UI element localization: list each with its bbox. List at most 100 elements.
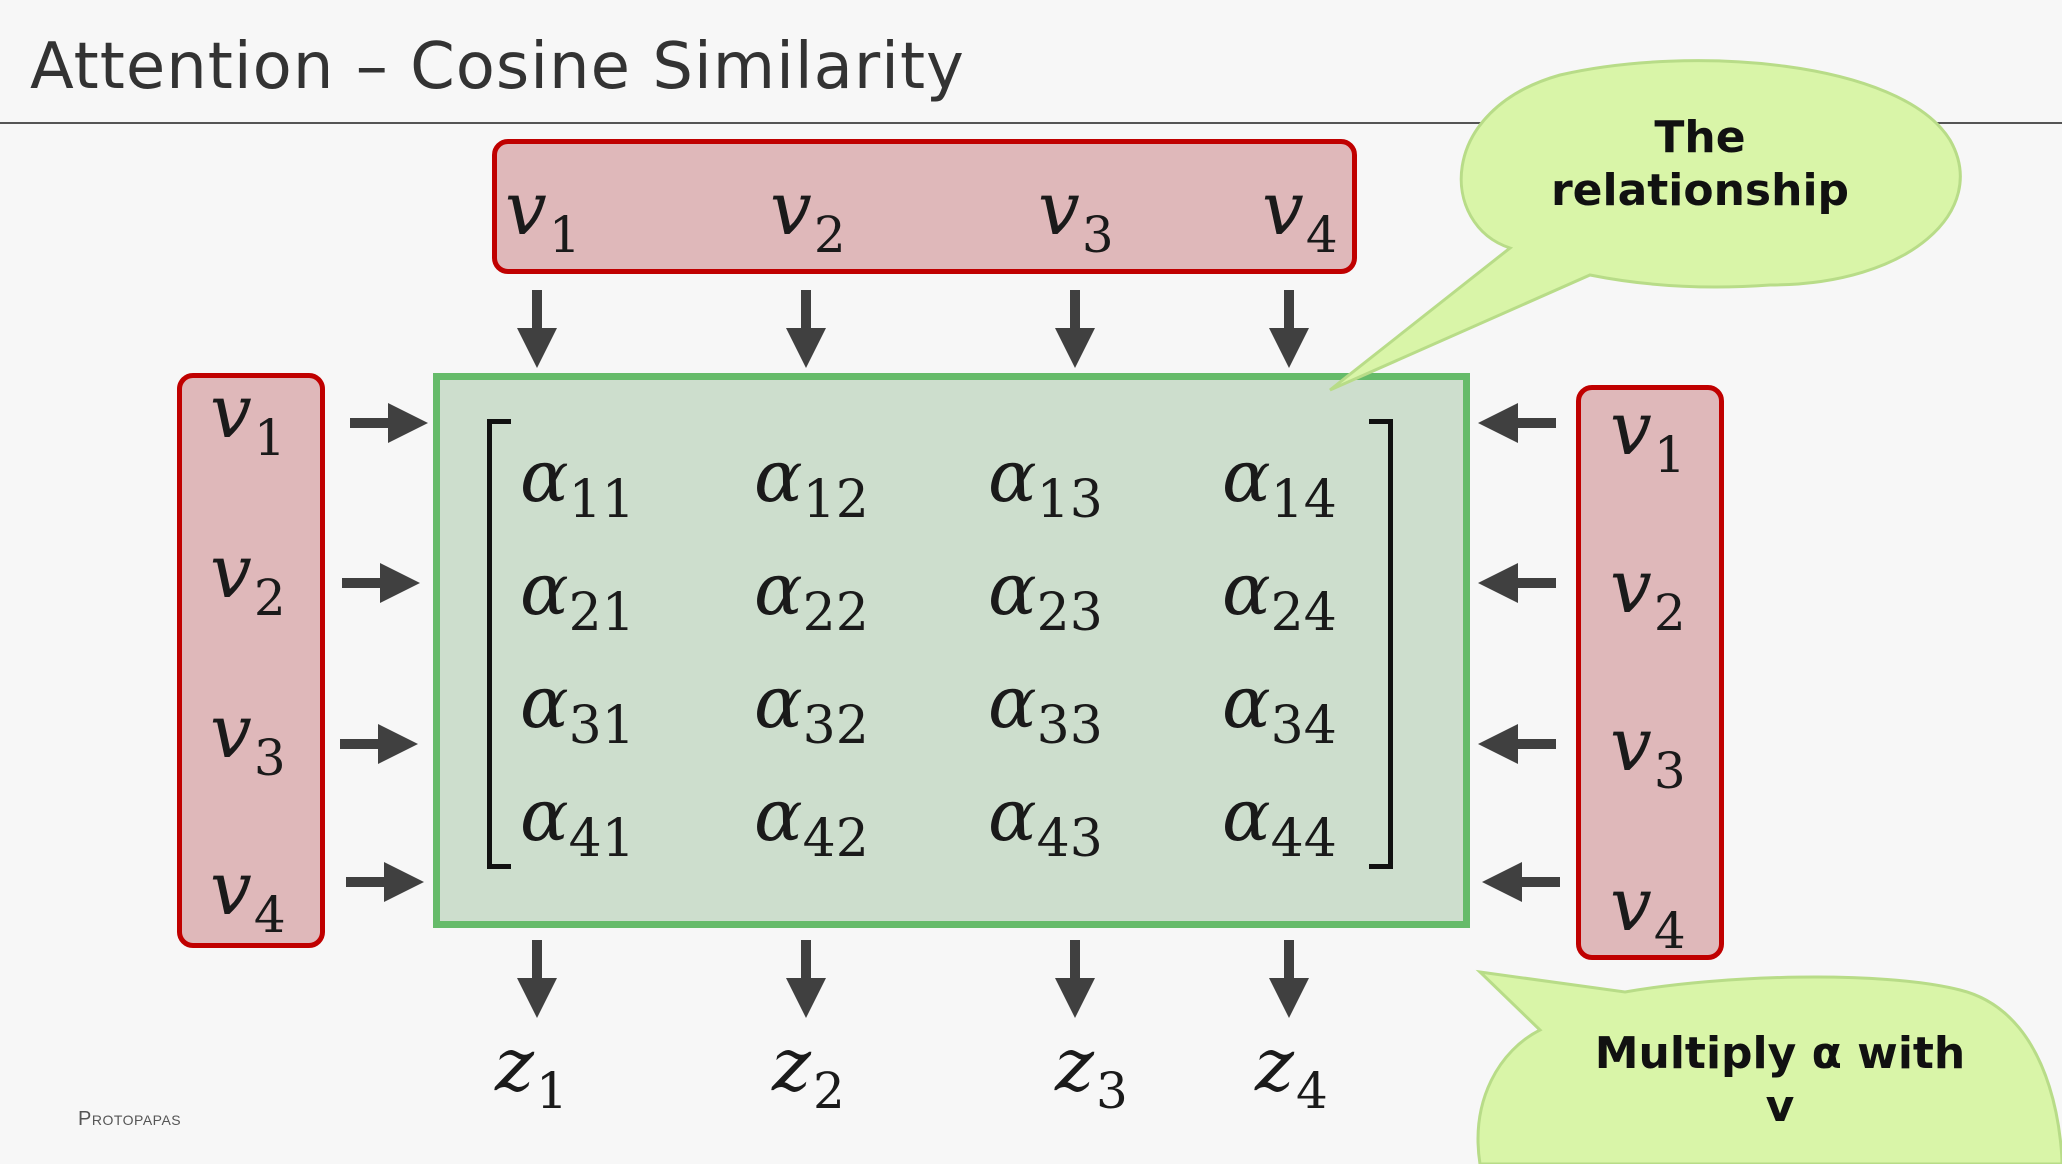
output-z1-subscript: 1 — [536, 1062, 568, 1120]
right-vector-v1-base: v — [1610, 386, 1652, 472]
matrix-cell-alpha33: α33 — [988, 666, 1103, 752]
matrix-cell-alpha41-base: α — [520, 773, 569, 857]
matrix-cell-alpha22-subscript: 22 — [802, 583, 869, 643]
top-vector-box — [492, 139, 1357, 274]
top-vector-v3-base: v — [1038, 166, 1080, 252]
matrix-cell-alpha24-base: α — [1222, 547, 1271, 631]
matrix-cell-alpha13: α13 — [988, 440, 1103, 526]
matrix-cell-alpha14: α14 — [1222, 440, 1337, 526]
matrix-cell-alpha31-subscript: 31 — [568, 696, 635, 756]
left-vector-v2: v2 — [210, 535, 286, 623]
left-vector-v3-base: v — [210, 689, 252, 775]
top-vector-v1-subscript: 1 — [548, 206, 581, 264]
matrix-cell-alpha42-base: α — [754, 773, 803, 857]
left-vector-v2-base: v — [210, 529, 252, 615]
output-z1-base: z — [495, 1022, 534, 1108]
matrix-cell-alpha21-subscript: 21 — [568, 583, 635, 643]
matrix-cell-alpha33-subscript: 33 — [1036, 696, 1103, 756]
matrix-cell-alpha11-subscript: 11 — [568, 470, 635, 530]
top-vector-v2-subscript: 2 — [813, 206, 846, 264]
matrix-cell-alpha14-base: α — [1222, 434, 1271, 518]
slide-title: Attention – Cosine Similarity — [30, 30, 965, 104]
left-vector-box — [177, 373, 325, 948]
matrix-cell-alpha21-base: α — [520, 547, 569, 631]
output-z2-subscript: 2 — [813, 1062, 845, 1120]
right-vector-box — [1576, 385, 1724, 960]
matrix-cell-alpha24-subscript: 24 — [1270, 583, 1337, 643]
output-z3: z3 — [1055, 1028, 1128, 1116]
left-vector-v4-subscript: 4 — [253, 886, 286, 944]
matrix-cell-alpha44-base: α — [1222, 773, 1271, 857]
right-vector-v3: v3 — [1610, 708, 1686, 796]
right-vector-v2-subscript: 2 — [1653, 584, 1686, 642]
output-z3-base: z — [1055, 1022, 1094, 1108]
matrix-cell-alpha41-subscript: 41 — [568, 809, 635, 869]
matrix-cell-alpha34-subscript: 34 — [1270, 696, 1337, 756]
matrix-cell-alpha24: α24 — [1222, 553, 1337, 639]
matrix-cell-alpha22: α22 — [754, 553, 869, 639]
right-vector-v1-subscript: 1 — [1653, 426, 1686, 484]
matrix-cell-alpha43: α43 — [988, 779, 1103, 865]
footer-author: Protopapas — [78, 1108, 182, 1130]
callout-bottom-text: Multiply α with v — [1594, 1028, 1966, 1132]
left-vector-v1-subscript: 1 — [253, 409, 286, 467]
output-z4: z4 — [1255, 1028, 1328, 1116]
matrix-cell-alpha32: α32 — [754, 666, 869, 752]
matrix-cell-alpha42-subscript: 42 — [802, 809, 869, 869]
top-vector-v4-subscript: 4 — [1305, 206, 1338, 264]
right-vector-v1: v1 — [1610, 392, 1686, 480]
right-vector-v2-base: v — [1610, 544, 1652, 630]
callout-top-bubble — [1329, 59, 1962, 392]
left-vector-v3: v3 — [210, 695, 286, 783]
left-vector-v3-subscript: 3 — [253, 729, 286, 787]
matrix-cell-alpha23-base: α — [988, 547, 1037, 631]
top-vector-v4-base: v — [1262, 166, 1304, 252]
output-z2-base: z — [772, 1022, 811, 1108]
right-vector-v3-base: v — [1610, 702, 1652, 788]
matrix-cell-alpha13-base: α — [988, 434, 1037, 518]
top-vector-v1-base: v — [505, 166, 547, 252]
left-vector-v1-base: v — [210, 369, 252, 455]
left-vector-v1: v1 — [210, 375, 286, 463]
matrix-cell-alpha43-subscript: 43 — [1036, 809, 1103, 869]
top-vector-v2: v2 — [770, 172, 846, 260]
matrix-cell-alpha34-base: α — [1222, 660, 1271, 744]
matrix-cell-alpha32-subscript: 32 — [802, 696, 869, 756]
matrix-cell-alpha31: α31 — [520, 666, 635, 752]
matrix-cell-alpha33-base: α — [988, 660, 1037, 744]
left-vector-v2-subscript: 2 — [253, 569, 286, 627]
right-vector-v3-subscript: 3 — [1653, 742, 1686, 800]
callout-bottom-bubble — [1475, 969, 2062, 1164]
matrix-cell-alpha44: α44 — [1222, 779, 1337, 865]
top-vector-v2-base: v — [770, 166, 812, 252]
top-vector-v1: v1 — [505, 172, 581, 260]
top-vector-v3-subscript: 3 — [1081, 206, 1114, 264]
matrix-cell-alpha11: α11 — [520, 440, 635, 526]
top-vector-v3: v3 — [1038, 172, 1114, 260]
left-vector-v4: v4 — [210, 852, 286, 940]
right-vector-v2: v2 — [1610, 550, 1686, 638]
matrix-cell-alpha23: α23 — [988, 553, 1103, 639]
callout-top-text: The relationship — [1550, 112, 1850, 216]
matrix-cell-alpha14-subscript: 14 — [1270, 470, 1337, 530]
matrix-cell-alpha41: α41 — [520, 779, 635, 865]
matrix-cell-alpha13-subscript: 13 — [1036, 470, 1103, 530]
matrix-right-bracket — [1369, 419, 1393, 869]
matrix-cell-alpha44-subscript: 44 — [1270, 809, 1337, 869]
matrix-cell-alpha12-base: α — [754, 434, 803, 518]
output-z2: z2 — [772, 1028, 845, 1116]
matrix-cell-alpha32-base: α — [754, 660, 803, 744]
matrix-cell-alpha31-base: α — [520, 660, 569, 744]
matrix-cell-alpha23-subscript: 23 — [1036, 583, 1103, 643]
title-divider — [0, 122, 2062, 124]
matrix-cell-alpha21: α21 — [520, 553, 635, 639]
output-z4-base: z — [1255, 1022, 1294, 1108]
right-vector-v4: v4 — [1610, 868, 1686, 956]
matrix-left-bracket — [487, 419, 511, 869]
attention-matrix-box — [433, 373, 1470, 928]
matrix-cell-alpha34: α34 — [1222, 666, 1337, 752]
output-z4-subscript: 4 — [1296, 1062, 1328, 1120]
matrix-cell-alpha22-base: α — [754, 547, 803, 631]
right-vector-v4-base: v — [1610, 862, 1652, 948]
